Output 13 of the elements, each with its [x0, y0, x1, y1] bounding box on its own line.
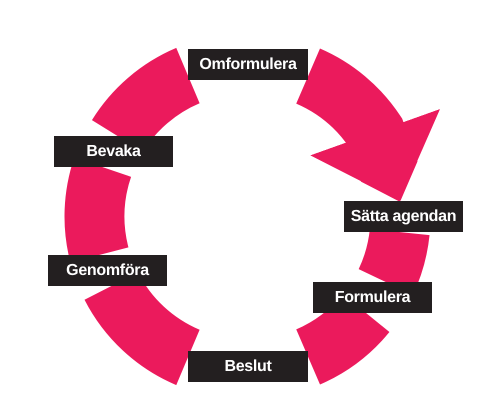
curved-arrow: [294, 49, 440, 202]
stage-label: Formulera: [334, 288, 410, 306]
stage-box: [344, 201, 463, 232]
stage-label: Omformulera: [199, 56, 297, 74]
stage-box: [188, 49, 308, 80]
stage-label: Genomföra: [66, 262, 149, 280]
stage-box: [54, 136, 173, 167]
stage-label: Sätta agendan: [350, 208, 456, 226]
stage-box: [48, 255, 167, 286]
stage-box: [188, 351, 308, 382]
stage-box: [313, 282, 432, 313]
stage-label: Beslut: [224, 358, 272, 376]
stage-label: Bevaka: [86, 142, 141, 160]
